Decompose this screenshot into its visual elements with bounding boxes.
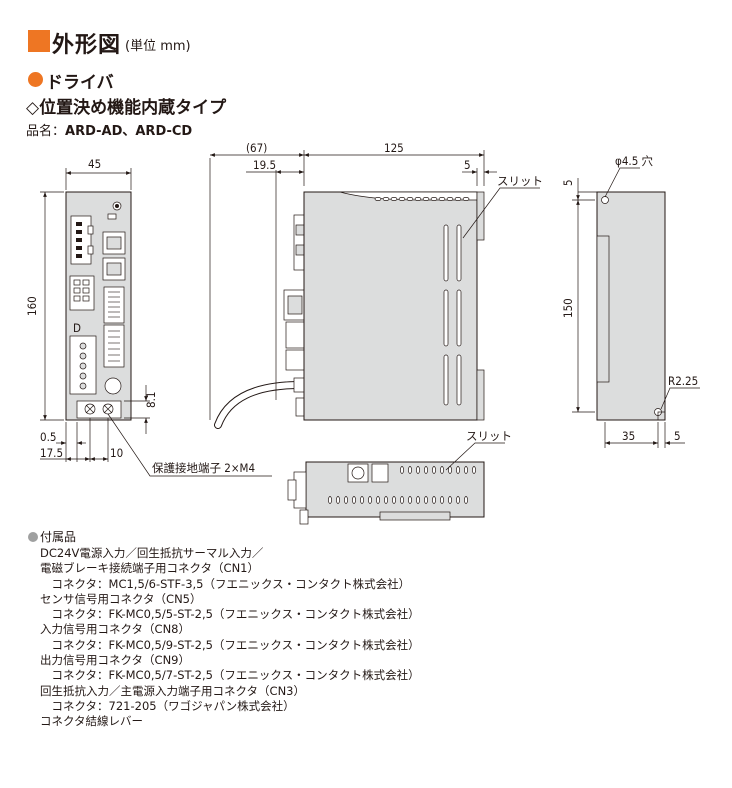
accessory-line: 入力信号用コネクタ（CN8）	[40, 622, 190, 637]
model-value: ARD-AD、ARD-CD	[65, 124, 193, 139]
model-line: 品名：ARD-AD、ARD-CD	[26, 120, 192, 139]
accessory-line: センサ信号用コネクタ（CN5）	[40, 591, 202, 606]
dim-front-height: 160	[25, 296, 39, 316]
ground-terminal-label: 保護接地端子 2×M4	[152, 461, 255, 475]
dim-rear-35: 35	[622, 429, 635, 443]
dim-front-width: 45	[88, 157, 101, 171]
accessory-line: 出力信号用コネクタ（CN9）	[40, 653, 190, 668]
dim-67: (67)	[246, 141, 267, 155]
dim-125: 125	[384, 141, 404, 155]
dim-rear-150: 150	[561, 298, 575, 318]
dim-rear-5-top: 5	[561, 179, 575, 186]
side-view	[214, 191, 485, 429]
rear-view	[596, 191, 666, 421]
gray-bullet-icon	[28, 532, 38, 542]
rear-dimensions	[572, 167, 700, 448]
unit-label: (単位 mm)	[125, 39, 191, 54]
slit-label-bottom: スリット	[466, 429, 512, 443]
dim-175: 17.5	[40, 446, 63, 460]
accessory-line: コネクタ：MC1,5/6-STF-3,5（フエニックス・コンタクト株式会社）	[40, 576, 411, 591]
front-view	[65, 191, 132, 421]
dim-rear-5-bottom: 5	[674, 429, 681, 443]
accessory-line: 回生抵抗入力／主電源入力端子用コネクタ（CN3）	[40, 683, 305, 698]
accessory-line: コネクタ：721-205（ワゴジャパン株式会社）	[40, 698, 295, 713]
bottom-view	[287, 442, 505, 525]
accessory-line: コネクタ：FK-MC0,5/7-ST-2,5（フエニックス・コンタクト株式会社）	[40, 668, 420, 683]
accessory-line: コネクタ：FK-MC0,5/9-ST-2,5（フエニックス・コンタクト株式会社）	[40, 637, 420, 652]
dim-05: 0.5	[40, 430, 56, 444]
section-title: ドライバ	[46, 73, 114, 93]
title-square-icon	[28, 30, 50, 52]
dim-d-label: D	[73, 321, 81, 335]
accessories-heading: 付属品	[40, 530, 77, 544]
accessory-line: コネクタ結線レバー	[40, 714, 144, 729]
accessory-line: コネクタ：FK-MC0,5/5-ST-2,5（フエニックス・コンタクト株式会社）	[40, 607, 420, 622]
page-title: 外形図	[52, 33, 122, 58]
rear-hole-label: φ4.5 穴	[615, 154, 654, 168]
rear-radius-label: R2.25	[668, 374, 698, 388]
accessories-list: DC24V電源入力／回生抵抗サーマル入力／電磁ブレーキ接続端子用コネクタ（CN1…	[40, 546, 420, 730]
dim-side-5: 5	[464, 158, 471, 172]
side-dimensions	[209, 150, 540, 420]
dim-81: 8.1	[144, 392, 158, 408]
subsection-title: ◇位置決め機能内蔵タイプ	[26, 98, 227, 118]
dim-10: 10	[110, 446, 123, 460]
dim-195: 19.5	[253, 158, 276, 172]
accessory-line: DC24V電源入力／回生抵抗サーマル入力／	[40, 546, 264, 560]
accessory-line: 電磁ブレーキ接続端子用コネクタ（CN1）	[40, 561, 259, 576]
slit-label-top: スリット	[497, 174, 543, 188]
model-label: 品名：	[26, 124, 66, 139]
front-dimensions	[40, 168, 272, 477]
orange-bullet-icon	[28, 72, 43, 87]
